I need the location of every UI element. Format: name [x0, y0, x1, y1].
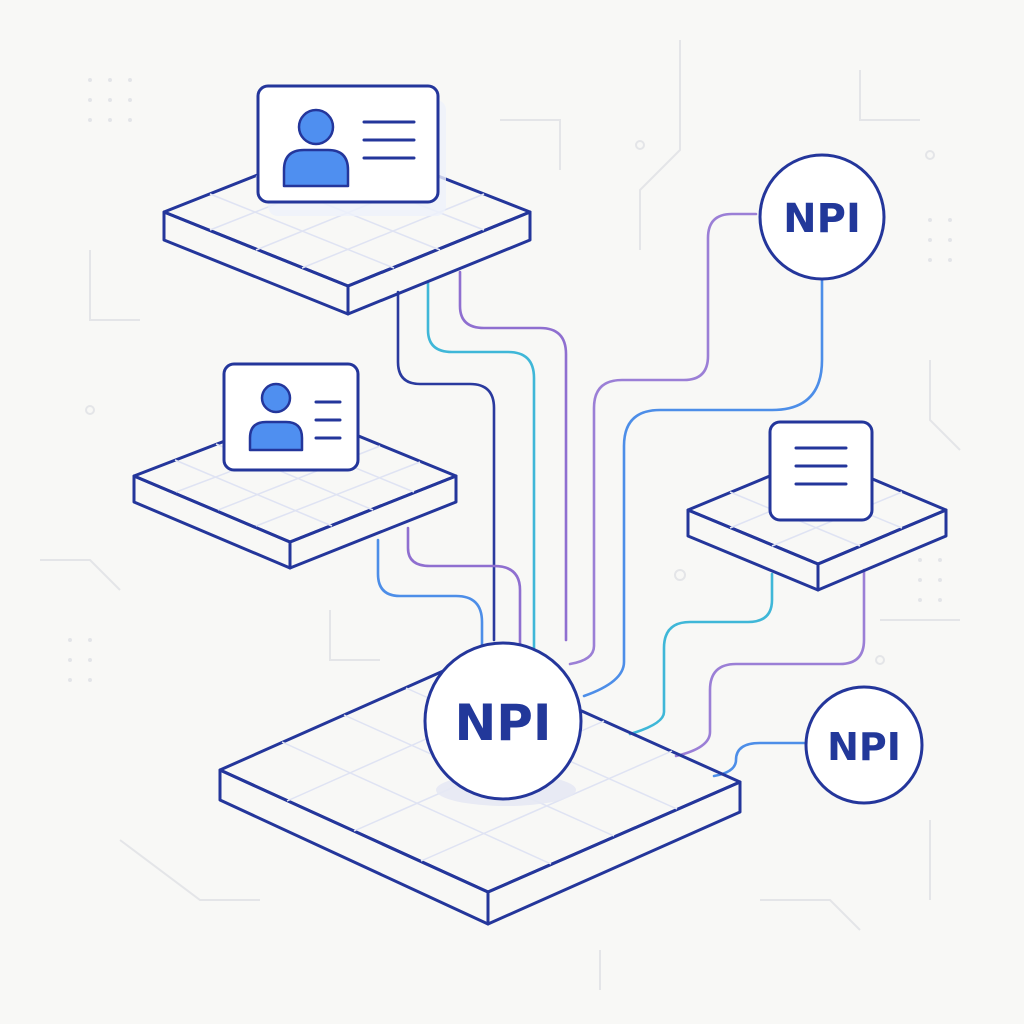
wire-purple-4	[674, 568, 866, 758]
avatar-body-icon	[248, 420, 304, 452]
wire-blue-3	[582, 278, 824, 698]
wire-purple-1	[458, 270, 568, 642]
wire-cyan-4	[628, 572, 774, 736]
avatar-body-icon	[282, 148, 350, 188]
background-circuit-traces	[40, 40, 961, 990]
wire-blue-2	[376, 538, 484, 662]
profile-card-icon	[222, 362, 360, 472]
avatar-head-icon	[297, 108, 335, 146]
wire-cyan-1	[426, 280, 536, 652]
wire-purple-2	[406, 526, 522, 662]
platform-right	[686, 420, 948, 592]
wire-blue-5	[712, 741, 808, 778]
npi-badge-label: NPI	[454, 694, 551, 752]
npi-badge-center: NPI	[423, 641, 583, 806]
npi-badge-label: NPI	[827, 725, 901, 769]
avatar-head-icon	[260, 382, 292, 414]
npi-badge-bottom-right: NPI	[804, 685, 924, 805]
profile-card-icon	[256, 84, 446, 216]
connector-wires	[376, 212, 866, 778]
background-dot-grid	[68, 78, 952, 682]
platform-middle-left	[132, 362, 458, 570]
npi-badge-top-right: NPI	[758, 153, 886, 281]
npi-badge-label: NPI	[783, 196, 861, 242]
platform-top-left	[162, 84, 532, 316]
wire-purple-3	[568, 212, 758, 666]
wire-navy-1	[396, 290, 496, 642]
document-icon	[768, 420, 874, 522]
